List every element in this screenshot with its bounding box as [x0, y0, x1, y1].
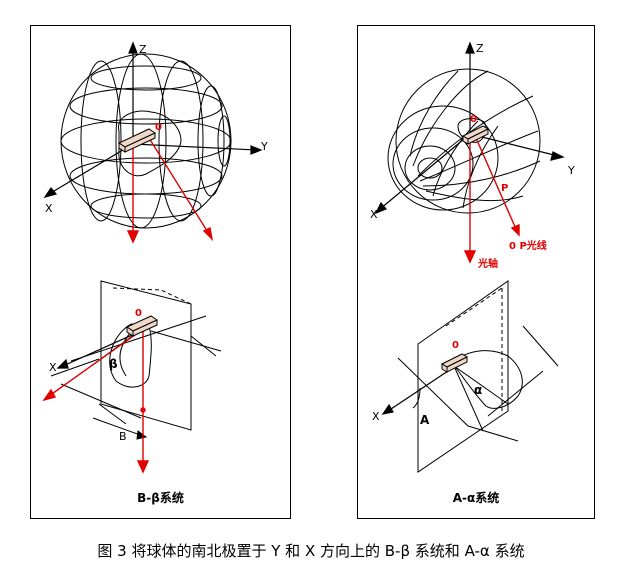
red-rays-bottom-left	[42, 331, 150, 474]
axis-x-bottom-right	[381, 370, 449, 415]
source-block-bottom-right	[440, 353, 469, 373]
point-p-label: P	[501, 183, 508, 194]
angle-alpha-label: α	[474, 383, 482, 397]
globe-left	[60, 53, 232, 229]
ray-label: 0 P光线	[509, 239, 547, 252]
globe-right	[387, 68, 541, 214]
source-block-top-right	[461, 125, 490, 145]
axis-x-label: X	[45, 202, 53, 215]
source-block-top-left	[117, 128, 157, 153]
axes-top-right	[374, 41, 565, 215]
distance-b-indicator	[92, 417, 148, 440]
axis-z-label: Z	[139, 43, 147, 56]
red-rays-top-right	[463, 136, 520, 264]
plane-diagram-right	[397, 280, 559, 473]
origin-label-bottom-right: 0	[452, 340, 459, 351]
distance-b-label: B	[119, 430, 127, 443]
plane-diagram-left	[50, 280, 222, 431]
origin-label-bottom-left: 0	[135, 308, 142, 319]
angle-beta-label: β	[109, 357, 118, 371]
panel-caption-left: B-β系统	[137, 491, 184, 505]
axis-z-label-right: Z	[476, 42, 484, 55]
axis-x-bottom-left	[56, 330, 142, 369]
optical-axis-label: 光轴	[477, 257, 498, 270]
source-block-bottom-left	[125, 315, 159, 337]
axis-x-label-bottom-right: X	[372, 410, 380, 423]
angle-a-arc	[412, 387, 421, 409]
origin-label-top-right: 0	[470, 114, 477, 125]
axis-y-label: Y	[260, 140, 268, 153]
axis-x-label-right: X	[370, 208, 378, 221]
axis-x-label-bottom-left: X	[49, 361, 57, 374]
b-beta-diagram: Z Y X 0	[42, 41, 268, 474]
figure-caption: 图 3 将球体的南北极置于 Y 和 X 方向上的 B-β 系统和 A-α 系统	[97, 542, 525, 560]
panel-b-beta: Z Y X 0	[30, 25, 291, 519]
distance-a-label: A	[420, 413, 430, 427]
panel-a-alpha: Z Y X P 0 P光线 光轴 0	[357, 25, 595, 519]
a-alpha-diagram: Z Y X P 0 P光线 光轴 0	[370, 41, 575, 473]
panel-caption-right: A-α系统	[452, 491, 500, 505]
red-rays-top-left	[126, 137, 214, 244]
axis-y-label-right: Y	[567, 164, 575, 177]
origin-label-top-left: 0	[155, 122, 162, 133]
